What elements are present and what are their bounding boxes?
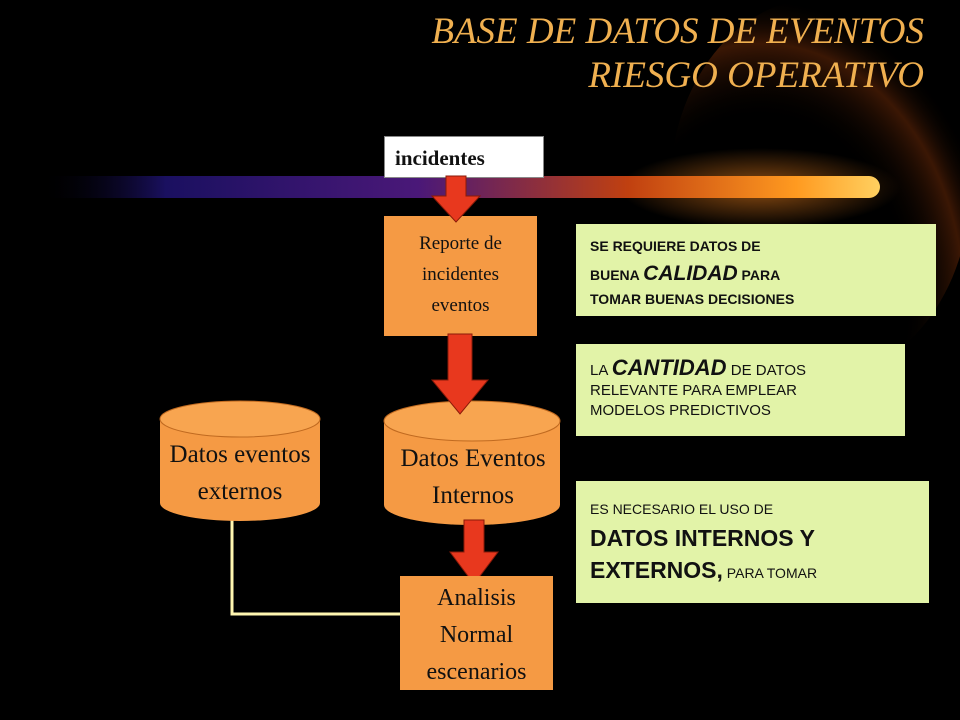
note3-line-1: ES NECESARIO EL USO DE	[590, 501, 774, 517]
note2-line-3: MODELOS PREDICTIVOS	[590, 402, 771, 419]
analisis-box: Analisis Normal escenarios	[400, 576, 553, 690]
note-calidad: SE REQUIERE DATOS DE BUENA CALIDAD PARA …	[576, 224, 936, 316]
arrow-down-3	[449, 519, 499, 585]
title-line-2: RIESGO OPERATIVO	[588, 55, 924, 96]
title-line-1: BASE DE DATOS DE EVENTOS	[431, 11, 924, 52]
reporte-box: Reporte de incidentes eventos	[384, 216, 537, 336]
note2-line-2: RELEVANTE PARA EMPLEAR	[590, 382, 798, 399]
note3-line-3: EXTERNOS, PARA TOMAR	[590, 555, 929, 589]
datos-externos-label: Datos eventos externos	[152, 436, 328, 510]
arrow-down-1	[430, 175, 482, 223]
note1-line-2: BUENA CALIDAD PARA	[590, 260, 936, 289]
reporte-line-3: eventos	[431, 295, 490, 316]
note-cantidad: LA CANTIDAD DE DATOS RELEVANTE PARA EMPL…	[576, 344, 905, 436]
note2-line-1-post: DE DATOS	[726, 362, 807, 379]
note2-line-1: LA CANTIDAD DE DATOS	[590, 355, 905, 381]
analisis-line-3: escenarios	[426, 659, 527, 685]
incidentes-box: incidentes	[384, 136, 544, 178]
datos-internos-cylinder	[383, 400, 561, 525]
reporte-line-2: incidentes	[421, 264, 500, 285]
datos-externos-line-1: Datos eventos	[169, 441, 311, 468]
note1-line-2-pre: BUENA	[590, 267, 644, 283]
analisis-line-1: Analisis	[437, 585, 516, 611]
note-internos-externos: ES NECESARIO EL USO DE DATOS INTERNOS Y …	[576, 481, 929, 603]
datos-externos-line-2: externos	[197, 478, 283, 505]
note1-line-3: TOMAR BUENAS DECISIONES	[590, 291, 795, 307]
connector-line	[230, 520, 400, 616]
analisis-line-2: Normal	[439, 622, 514, 648]
note1-line-1: SE REQUIERE DATOS DE	[590, 238, 761, 254]
note3-line-3-small: PARA TOMAR	[722, 565, 818, 581]
note2-emph: CANTIDAD	[611, 355, 727, 380]
note3-line-3-bold: EXTERNOS,	[590, 557, 723, 583]
datos-internos-line-2: Internos	[432, 482, 514, 509]
arrow-down-2	[430, 333, 490, 415]
reporte-line-1: Reporte de	[419, 233, 502, 254]
note1-emph: CALIDAD	[643, 262, 738, 285]
note1-line-2-post: PARA	[737, 267, 781, 283]
note2-line-1-pre: LA	[590, 362, 612, 379]
datos-internos-line-1: Datos Eventos	[400, 445, 546, 472]
datos-externos-cylinder	[159, 400, 321, 521]
note3-line-2: DATOS INTERNOS Y	[590, 525, 815, 551]
datos-internos-label: Datos Eventos Internos	[380, 440, 566, 514]
